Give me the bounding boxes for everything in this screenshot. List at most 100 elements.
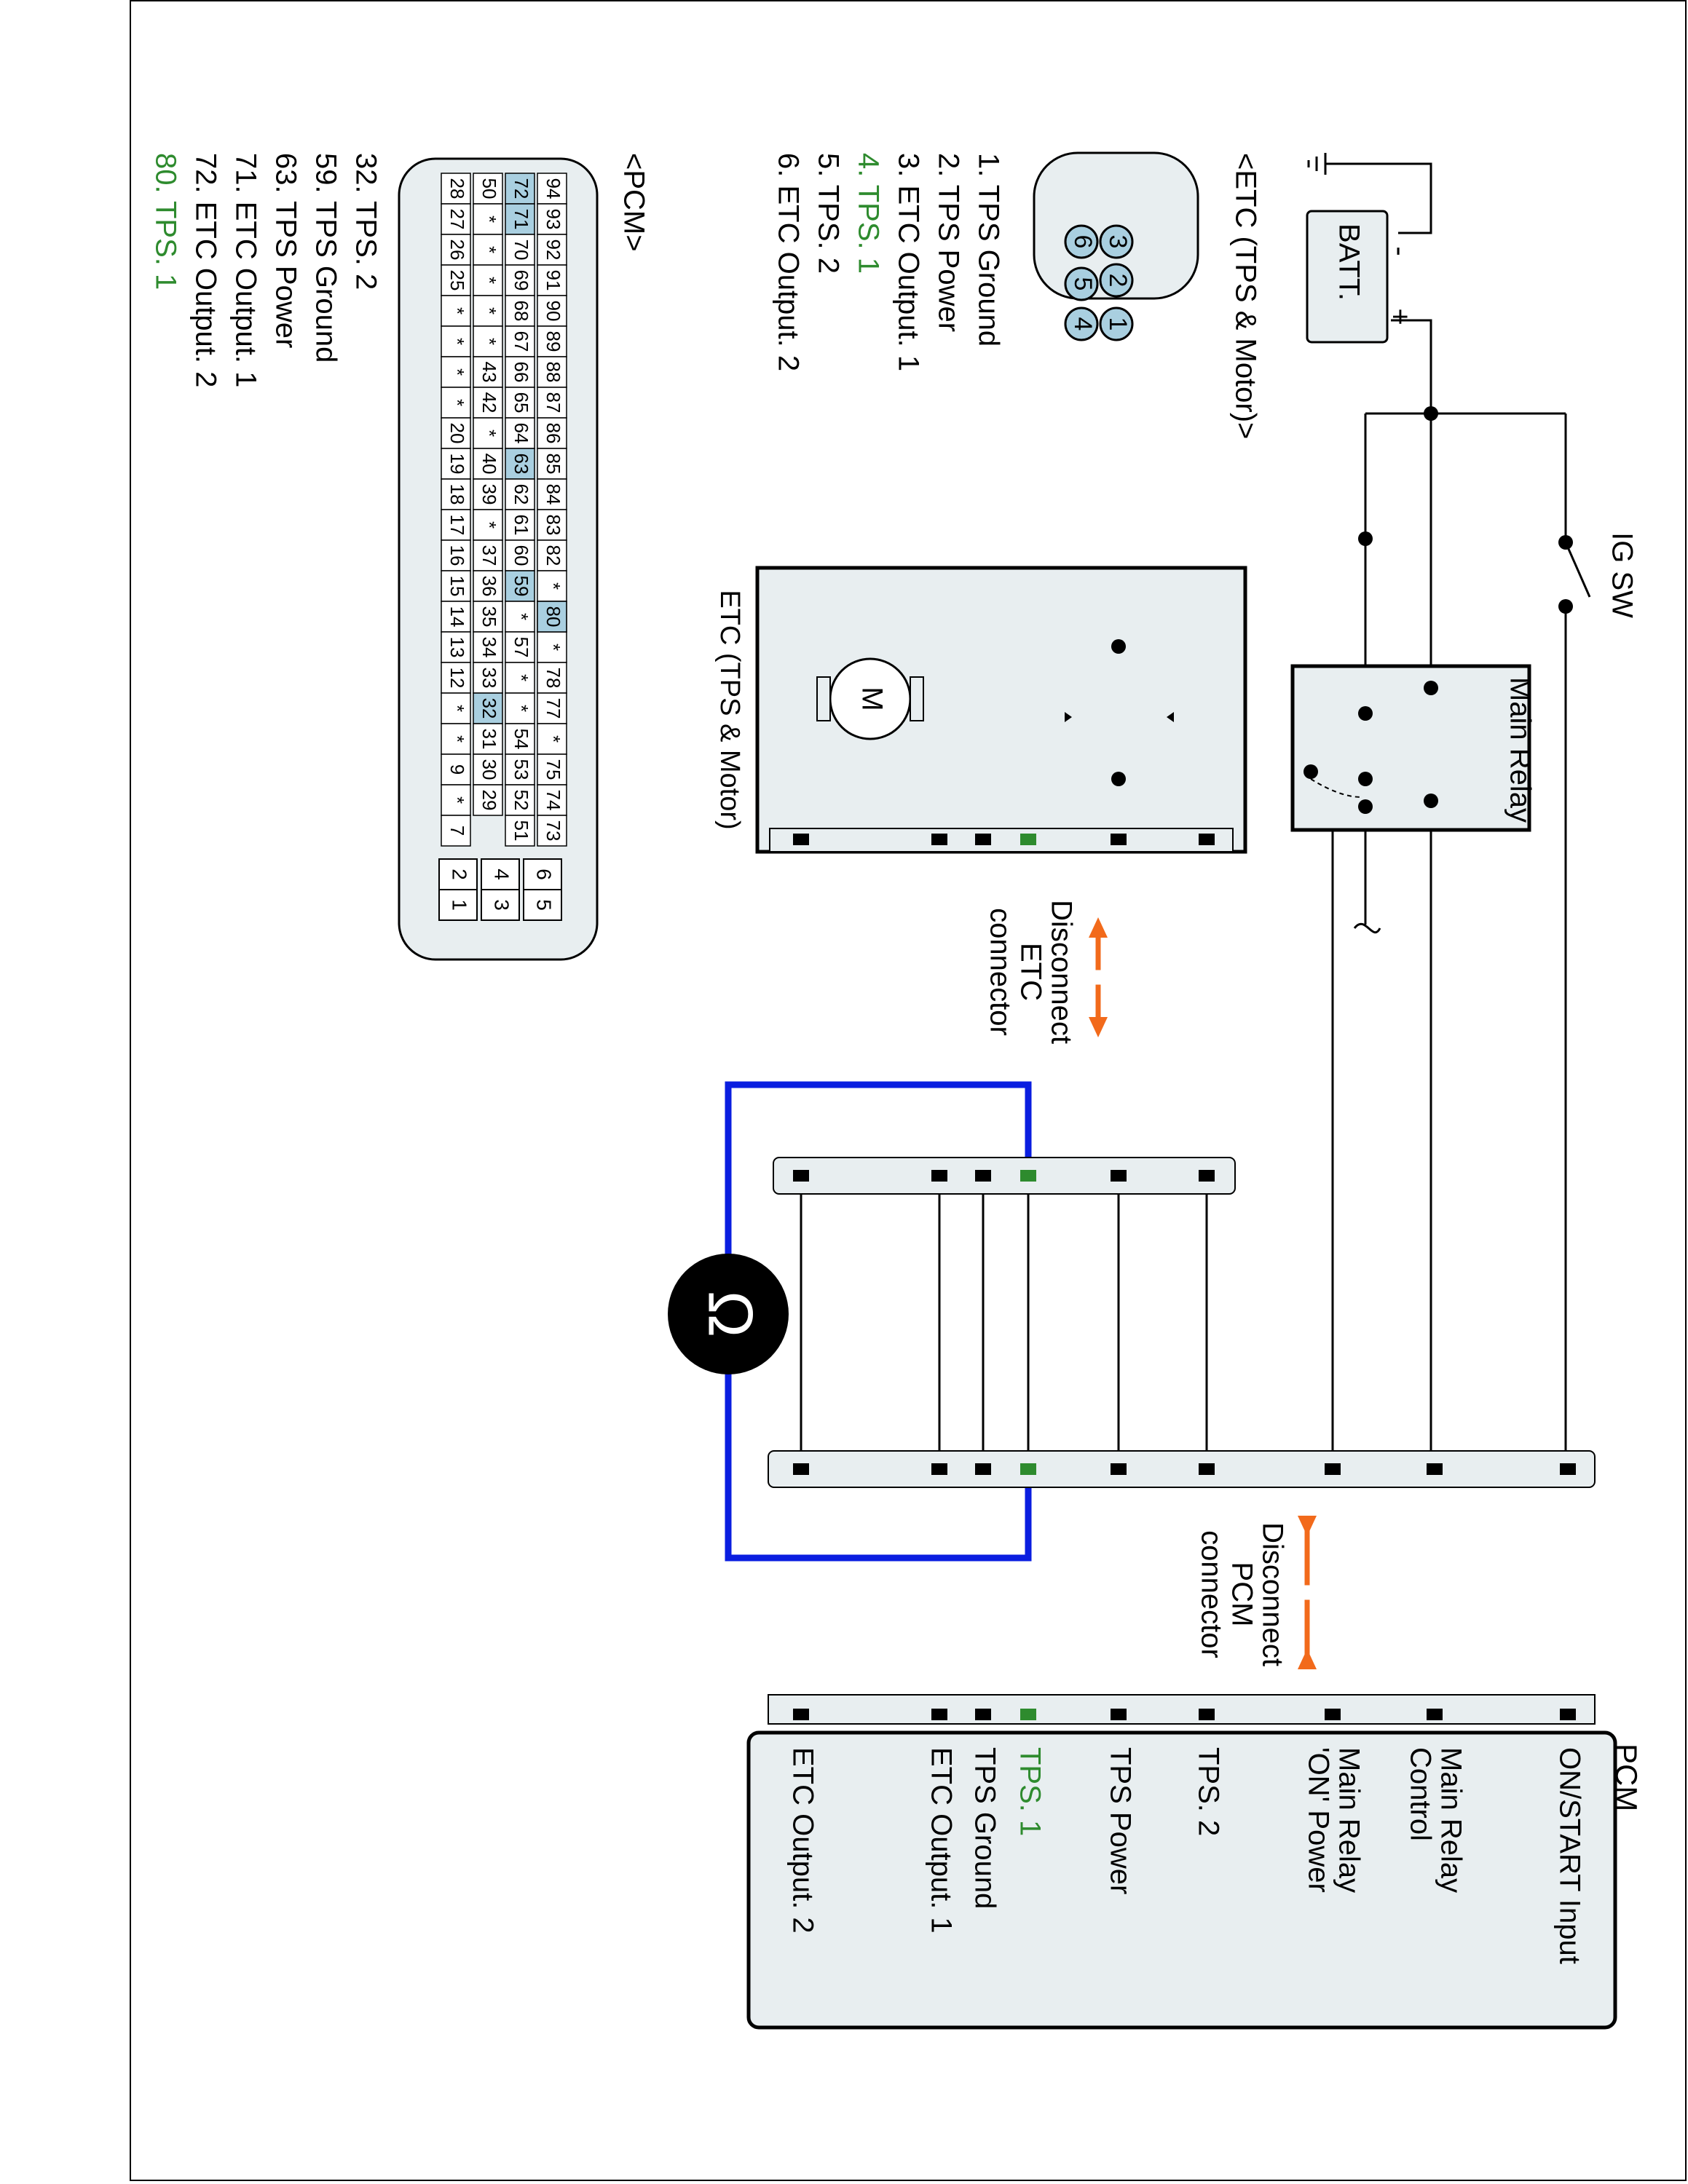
pcm-disconnect-arrow-gap: [1301, 1585, 1313, 1600]
pcm-grid-cell-label: 60: [510, 545, 532, 566]
pcm-grid-cell-label: 78: [543, 668, 564, 689]
pcm-small-cell-label: 1: [449, 899, 471, 911]
etc-pin-label: 4. TPS. 1: [852, 153, 884, 274]
pcm-harness-pin: [1020, 1463, 1036, 1475]
relay-dashed-link: [1310, 778, 1362, 798]
pcm-grid-cell-label: 31: [478, 729, 500, 750]
etc-component-pin: [1199, 834, 1215, 845]
pcm-grid-cell-label: 40: [478, 454, 500, 475]
pcm-grid-cell-label: *: [543, 735, 564, 743]
etc-harness-pin: [1111, 1170, 1127, 1182]
pcm-grid-cell: [441, 815, 471, 847]
pcm-grid-cell-label: 43: [478, 362, 500, 383]
pcm-grid-cell-label: 14: [446, 606, 468, 628]
etc-harness-pin: [1199, 1170, 1215, 1182]
etc-disconnect-label: connector: [984, 908, 1016, 1036]
battery: [1306, 210, 1389, 344]
pcm-grid-cell-label: 17: [446, 515, 468, 536]
tps1-wiper-arrow: [1065, 712, 1072, 722]
motor-label: M: [856, 687, 888, 711]
motor-brush: [816, 676, 831, 721]
pcm-grid-cell-label: 91: [543, 270, 564, 291]
pcm-grid-cell-label: 30: [478, 759, 500, 780]
pcm-grid-cell-label: 34: [478, 637, 500, 658]
pcm-grid-cell-label: 62: [510, 484, 532, 505]
relay-switch-pivot: [1304, 764, 1318, 779]
pcm-grid-cell-label: 84: [543, 484, 564, 505]
pcm-grid-cell-label: 66: [510, 362, 532, 383]
pcm-terminal-label: Main Relay: [1333, 1747, 1365, 1893]
etc-face-pin: [1064, 266, 1099, 301]
page-frame: [130, 0, 1687, 2181]
tps-node: [1111, 639, 1126, 654]
pcm-terminal-label: TPS Power: [1104, 1747, 1136, 1894]
motor-brush: [910, 676, 924, 721]
pcm-pin-label: 32. TPS. 2: [350, 153, 382, 290]
etc-harness-pin: [931, 1170, 947, 1182]
pcm-grid-cell-label: *: [478, 277, 500, 284]
pcm-grid-cell-label: 18: [446, 484, 468, 505]
pcm-terminal-label: ETC Output. 2: [786, 1747, 819, 1934]
pcm-terminal-label: ON/START Input: [1553, 1747, 1585, 1964]
etc-component-pin: [1111, 834, 1127, 845]
pcm-grid-cell-label: 70: [510, 240, 532, 261]
pcm-grid-cell-label: 61: [510, 515, 532, 536]
pcm-grid-cell-label: *: [446, 368, 468, 376]
etc-component-pin: [793, 834, 809, 845]
wires: [725, 153, 1591, 1667]
pcm-grid-cell-label: *: [446, 705, 468, 712]
etc-face-pin: [1064, 306, 1099, 341]
pcm-grid-cell-label: *: [446, 735, 468, 743]
etc-component-pin: [1020, 834, 1036, 845]
pcm-box-pin: [1020, 1709, 1036, 1720]
pcm-grid-cell-label: 9: [446, 764, 468, 775]
pcm-grid-cell-label: *: [446, 399, 468, 406]
pcm-grid-cell: [505, 815, 535, 847]
pcm-grid-cell-label: 86: [543, 423, 564, 444]
pcm-box-pin: [1111, 1709, 1127, 1720]
etc-face-pin-number: 5: [1069, 277, 1097, 291]
pcm-pin-label: 72. ETC Output. 2: [189, 153, 221, 387]
pcm-box-pin: [931, 1709, 947, 1720]
ig-sw-label: IG SW: [1606, 532, 1638, 618]
etc-disconnect-label: Disconnect: [1045, 900, 1077, 1044]
tps-node: [1111, 772, 1126, 786]
pcm-grid-cell-label: 37: [478, 545, 500, 566]
pcm-box-pin: [1560, 1709, 1576, 1720]
pcm-grid-cell: [537, 601, 567, 633]
pcm-box-pin: [1427, 1709, 1443, 1720]
etc-harness-pin: [1020, 1170, 1036, 1182]
etc-disconnect-arrow-head: [1089, 1017, 1108, 1037]
pcm-grid-cell-label: 72: [510, 178, 532, 199]
etc-component-label: ETC (TPS & Motor): [714, 590, 745, 829]
pcm-grid-cell-label: 88: [543, 362, 564, 383]
pcm-pin-label: 59. TPS Ground: [309, 153, 342, 363]
pcm-disconnect-arrow-head: [1298, 1516, 1317, 1536]
battery-ground-wire: [1325, 162, 1432, 234]
pcm-grid-cell-label: 85: [543, 454, 564, 475]
pcm-grid-cell-label: *: [510, 613, 532, 620]
pcm-grid-cell-label: *: [446, 796, 468, 804]
pcm-grid-cell-label: 69: [510, 270, 532, 291]
pcm-grid-cell-label: 68: [510, 301, 532, 322]
pcm-small-cell-label: 4: [491, 869, 513, 880]
ohmmeter-symbol: Ω: [695, 1291, 765, 1337]
pcm-small-cell-label: 3: [491, 899, 513, 911]
pcm-grid-cell-label: *: [478, 338, 500, 345]
pcm-grid-cell-label: 92: [543, 240, 564, 261]
etc-face-pin: [1064, 224, 1099, 259]
pcm-box-pin: [793, 1709, 809, 1720]
pcm-grid-cell-label: 26: [446, 240, 468, 261]
pcm-grid-cell-label: *: [446, 338, 468, 345]
pcm-grid-cell-label: 51: [510, 820, 532, 842]
pcm-grid-cell-label: 28: [446, 178, 468, 199]
etc-pin-label: 6. ETC Output. 2: [772, 153, 804, 371]
pcm-harness-pin: [1199, 1463, 1215, 1475]
pcm-pin-label: 71. ETC Output. 1: [229, 153, 261, 387]
pcm-grid-cell-label: 29: [478, 790, 500, 811]
etc-face-pin: [1099, 306, 1134, 341]
etc-pin-label: 3. ETC Output. 1: [892, 153, 924, 371]
components: [398, 151, 1617, 2030]
pcm-small-cell: [438, 889, 478, 921]
